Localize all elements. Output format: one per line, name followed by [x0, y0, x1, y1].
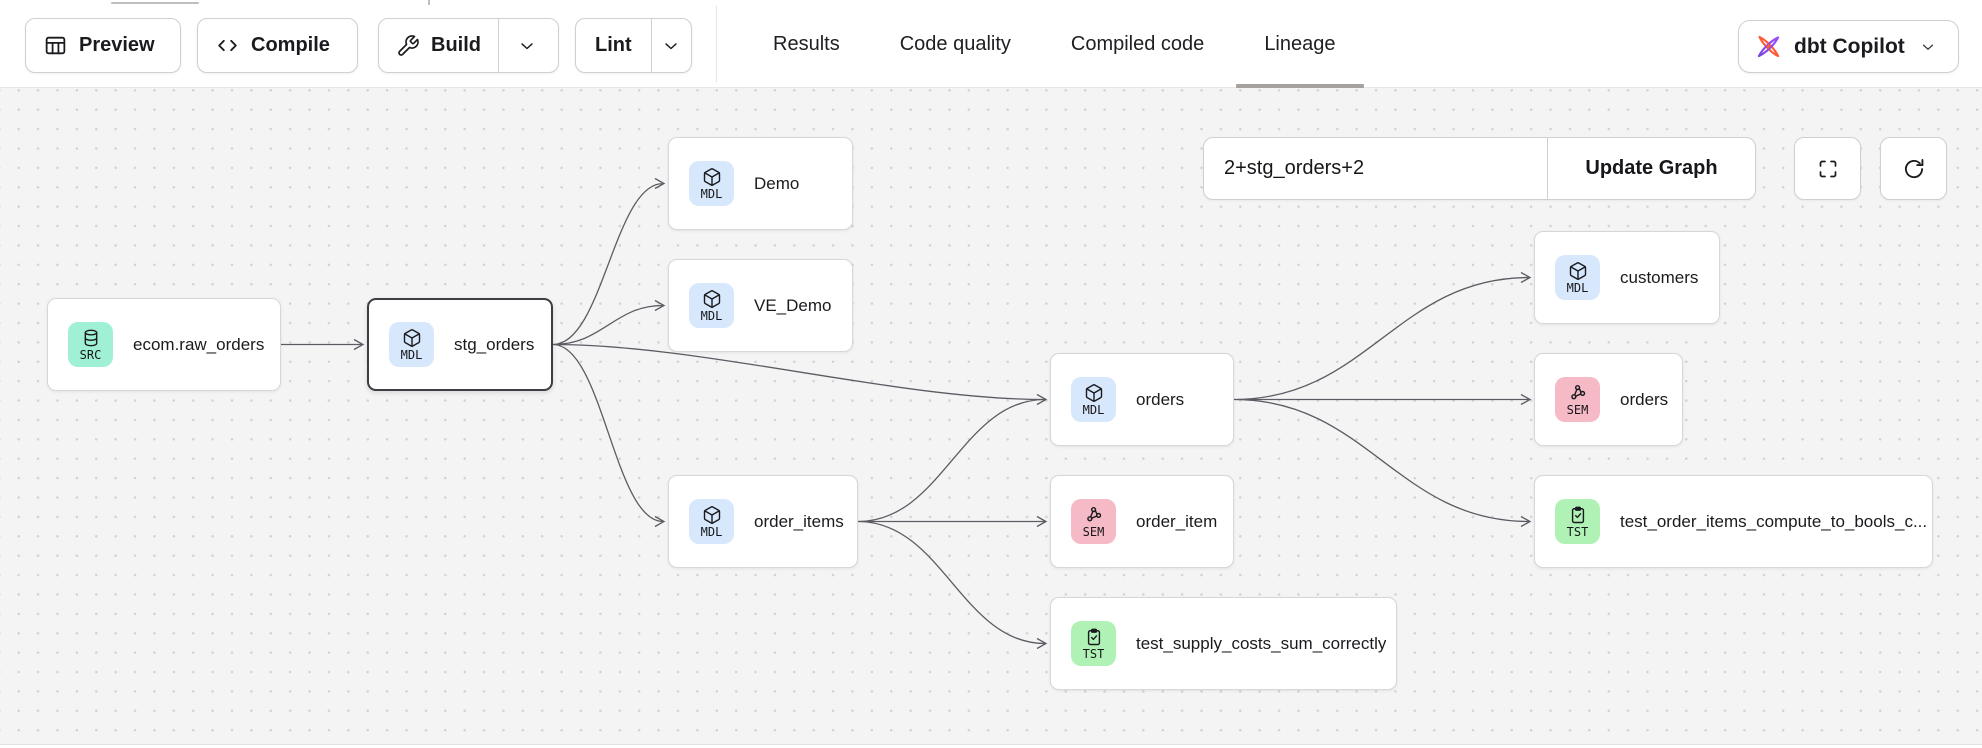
- lineage-node-demo[interactable]: MDL Demo: [668, 137, 853, 230]
- tab-lineage[interactable]: Lineage: [1264, 0, 1335, 88]
- result-tabs: Results Code quality Compiled code Linea…: [773, 0, 1336, 88]
- update-graph-button[interactable]: Update Graph: [1548, 138, 1755, 199]
- cropped-tab-tick: [428, 0, 430, 5]
- node-type-badge: SEM: [1071, 499, 1116, 544]
- lineage-node-test_order_items[interactable]: TST test_order_items_compute_to_bools_c.…: [1534, 475, 1933, 568]
- lint-split-button: Lint: [575, 18, 692, 73]
- lint-button[interactable]: Lint: [576, 19, 651, 72]
- test-icon: [1568, 505, 1588, 525]
- lineage-selector: 2+stg_orders+2 Update Graph: [1203, 137, 1756, 200]
- header-bar: Preview Compile Build Lint: [0, 0, 1982, 88]
- build-button[interactable]: Build: [379, 19, 498, 72]
- lineage-node-test_supply[interactable]: TST test_supply_costs_sum_correctly: [1050, 597, 1397, 690]
- lineage-node-ecom_raw_orders[interactable]: SRC ecom.raw_orders: [47, 298, 281, 391]
- database-icon: [81, 328, 101, 348]
- fullscreen-button[interactable]: [1794, 137, 1861, 200]
- tab-results[interactable]: Results: [773, 0, 840, 88]
- dbt-logo-icon: [1755, 33, 1782, 60]
- toolbar-tabs-divider: [716, 6, 717, 82]
- lineage-node-ve_demo[interactable]: MDL VE_Demo: [668, 259, 853, 352]
- tab-code-quality[interactable]: Code quality: [900, 0, 1011, 88]
- dbt-copilot-label: dbt Copilot: [1794, 35, 1905, 59]
- cube-icon: [702, 167, 722, 187]
- test-icon: [1084, 627, 1104, 647]
- wrench-icon: [396, 34, 420, 58]
- compile-button-label: Compile: [251, 34, 330, 57]
- node-type-badge: MDL: [689, 283, 734, 328]
- dbt-copilot-button[interactable]: dbt Copilot: [1738, 20, 1959, 73]
- build-button-label: Build: [431, 34, 481, 57]
- build-dropdown-button[interactable]: [498, 19, 555, 72]
- refresh-icon: [1901, 156, 1927, 182]
- cropped-tab-edge: [111, 2, 199, 4]
- cube-icon: [702, 289, 722, 309]
- semantic-icon: [1084, 505, 1104, 525]
- lineage-canvas[interactable]: 2+stg_orders+2 Update Graph SRC ecom.raw…: [0, 88, 1982, 748]
- compile-button[interactable]: Compile: [197, 18, 358, 73]
- lineage-selector-input[interactable]: 2+stg_orders+2: [1204, 138, 1548, 199]
- cube-icon: [1084, 383, 1104, 403]
- lineage-node-customers[interactable]: MDL customers: [1534, 231, 1720, 324]
- lineage-node-orders_sem[interactable]: SEM orders: [1534, 353, 1683, 446]
- node-type-badge: MDL: [689, 161, 734, 206]
- table-icon: [43, 33, 68, 58]
- lineage-node-order_items[interactable]: MDL order_items: [668, 475, 858, 568]
- node-type-badge: TST: [1071, 621, 1116, 666]
- lineage-node-stg_orders[interactable]: MDL stg_orders: [367, 298, 553, 391]
- chevron-down-icon: [1919, 38, 1937, 56]
- node-type-badge: MDL: [1555, 255, 1600, 300]
- cube-icon: [702, 505, 722, 525]
- node-type-badge: TST: [1555, 499, 1600, 544]
- fullscreen-icon: [1816, 157, 1840, 181]
- node-type-badge: MDL: [389, 322, 434, 367]
- lineage-node-order_item_sem[interactable]: SEM order_item: [1050, 475, 1234, 568]
- chevron-down-icon: [661, 36, 681, 56]
- code-icon: [215, 33, 240, 58]
- lint-button-label: Lint: [595, 34, 632, 57]
- node-type-badge: SEM: [1555, 377, 1600, 422]
- node-type-badge: MDL: [689, 499, 734, 544]
- node-type-badge: SRC: [68, 322, 113, 367]
- semantic-icon: [1568, 383, 1588, 403]
- build-split-button: Build: [378, 18, 559, 73]
- chevron-down-icon: [517, 36, 537, 56]
- refresh-button[interactable]: [1880, 137, 1947, 200]
- cube-icon: [1568, 261, 1588, 281]
- lineage-node-orders_model[interactable]: MDL orders: [1050, 353, 1234, 446]
- preview-button[interactable]: Preview: [25, 18, 181, 73]
- preview-button-label: Preview: [79, 34, 155, 57]
- node-type-badge: MDL: [1071, 377, 1116, 422]
- tab-compiled-code[interactable]: Compiled code: [1071, 0, 1204, 88]
- cube-icon: [402, 328, 422, 348]
- lint-dropdown-button[interactable]: [651, 19, 691, 72]
